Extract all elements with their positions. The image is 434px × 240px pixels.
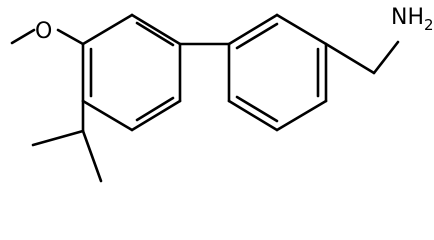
bond-isopropyl-methyl-right [81,129,103,183]
bond-ring-to-oxygen [56,28,85,46]
bond-ring2-bottom-left-inner [235,95,279,123]
bond-ring2-top-left-inner [235,22,279,50]
bond-ring2-bottom-left [227,99,279,132]
amine-label: NH2 [391,5,434,34]
atom-labels: O NH2 [35,5,434,44]
bond-ring1-top-inner [135,21,175,47]
bonds [10,13,400,183]
bond-isopropyl-methyl-left [31,129,85,147]
bond-oxygen-to-methyl [10,28,36,45]
bond-ring1-top-left [81,13,134,46]
bond-ring2-bottom-right [275,99,328,132]
bond-ring1-bottom-left [81,99,134,132]
bond-ring2-top-right [275,13,328,46]
bond-ring1-bottom-right [130,99,182,132]
bond-ring1-bottom-right-inner [135,96,175,122]
amine-label-main: NH [391,5,424,30]
amine-label-subscript: 2 [424,16,434,34]
bond-ring-to-ch2 [324,42,376,75]
oxygen-label: O [35,19,52,44]
bond-ch2-to-nitrogen [372,40,400,75]
bond-ring2-top-left [227,13,279,46]
chemical-structure: O NH2 [10,5,434,183]
bond-ring1-top [130,13,182,46]
